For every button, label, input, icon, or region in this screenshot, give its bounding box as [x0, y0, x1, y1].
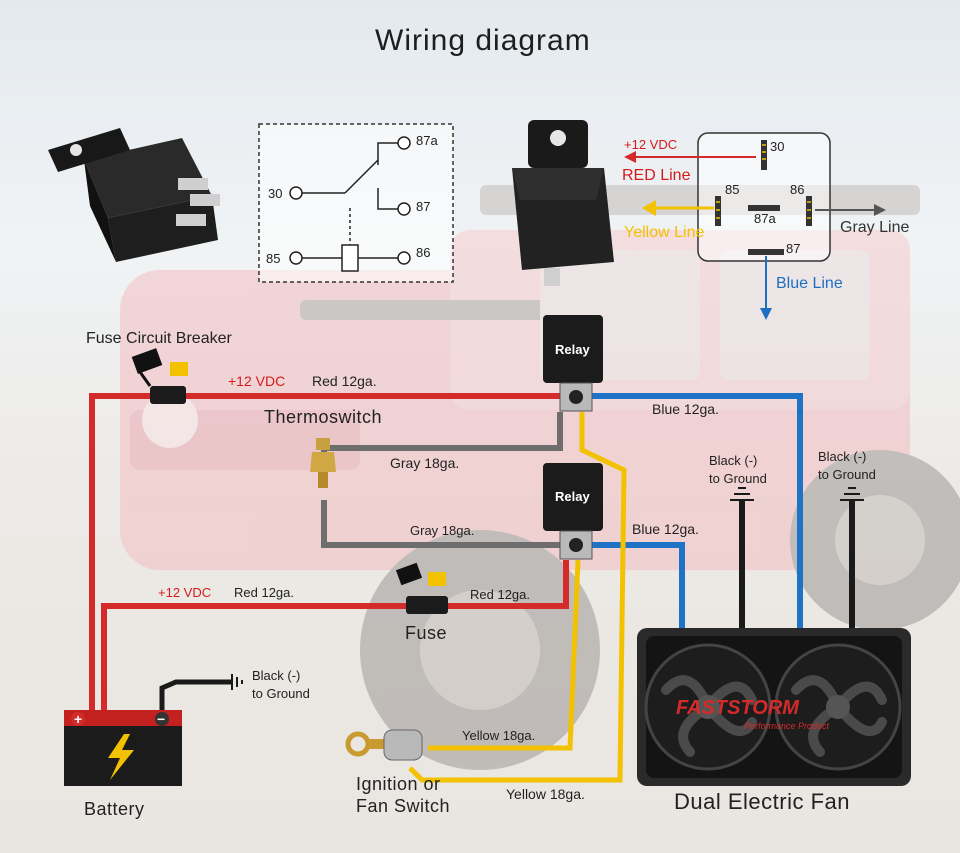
fuse-label: Fuse	[405, 623, 448, 643]
svg-text:+: +	[74, 711, 82, 727]
gray-wire-bottom	[321, 500, 560, 548]
blue-bottom-wire-label: Blue 12ga.	[632, 521, 699, 537]
ground-symbol-1	[730, 487, 754, 501]
ignition-key-switch	[345, 729, 423, 761]
relay-bottom-label: Relay	[555, 489, 590, 504]
battery-label: Battery	[84, 799, 145, 819]
gray-line-label: Gray Line	[840, 219, 910, 236]
red-line-arrow	[624, 151, 756, 163]
schematic-pin-86: 86	[416, 245, 431, 260]
ground-symbol-battery	[231, 674, 243, 690]
gray-top-wire-label: Gray 18ga.	[390, 455, 460, 471]
page-title: Wiring diagram	[375, 24, 591, 57]
battery-ground-wire	[159, 679, 232, 712]
red-top-gauge-label: Red 12ga.	[312, 373, 377, 389]
schematic-pin-85: 85	[266, 251, 281, 266]
ground-1-label-line1: Black (-)	[709, 453, 758, 468]
red-wire-main	[89, 393, 575, 712]
thermoswitch-label: Thermoswitch	[264, 407, 383, 427]
blue-line-label: Blue Line	[776, 275, 843, 292]
ground-1-label-line2: to Ground	[709, 471, 767, 486]
blue-line-arrow	[760, 256, 772, 320]
pin-diagram-85: 85	[725, 182, 740, 197]
battery-ground-label-line2: to Ground	[252, 686, 310, 701]
pin-diagram-87: 87	[786, 241, 801, 256]
schematic-pin-87a: 87a	[416, 133, 438, 148]
yellow-bottom-wire-label: Yellow 18ga.	[506, 786, 585, 802]
yellow-top-wire-label: Yellow 18ga.	[462, 728, 536, 743]
blue-wire-top	[590, 393, 803, 630]
dual-fan-unit	[637, 628, 911, 786]
car-battery: + −	[64, 710, 182, 786]
relay-bottom	[543, 463, 603, 560]
schematic-pin-87: 87	[416, 199, 431, 214]
red-wire-secondary	[101, 560, 569, 712]
battery-ground-label-line1: Black (-)	[252, 668, 301, 683]
fuse-breaker-holder	[131, 348, 188, 404]
relay-product-photo-left	[48, 128, 220, 262]
fuse-breaker-label: Fuse Circuit Breaker	[86, 330, 232, 347]
pin-diagram-power-label: +12 VDC	[624, 137, 678, 152]
yellow-wire-top	[428, 559, 581, 751]
yellow-line-arrow	[642, 200, 714, 216]
dual-fan-label: Dual Electric Fan	[674, 789, 851, 814]
ignition-label-line1: Ignition or	[356, 774, 441, 794]
red-bottom-vdc-label: +12 VDC	[158, 585, 212, 600]
ignition-label-line2: Fan Switch	[356, 796, 451, 816]
gray-bottom-wire-label: Gray 18ga.	[410, 523, 475, 538]
relay-top	[543, 315, 603, 412]
ground-2-label-line1: Black (-)	[818, 449, 867, 464]
relay-top-label: Relay	[555, 342, 590, 357]
pin-diagram-30: 30	[770, 139, 785, 154]
yellow-wire-bottom	[408, 412, 627, 783]
ground-2-label-line2: to Ground	[818, 467, 876, 482]
gray-line-arrow	[815, 204, 886, 216]
fan-brand-logo: FASTSTORM	[676, 697, 799, 719]
pin-diagram-86: 86	[790, 182, 805, 197]
pin-diagram-87a: 87a	[754, 211, 776, 226]
red-line-label: RED Line	[622, 167, 691, 184]
yellow-line-label: Yellow Line	[624, 224, 705, 241]
svg-text:−: −	[157, 711, 165, 727]
ground-symbol-2	[840, 487, 864, 501]
red-top-vdc-label: +12 VDC	[228, 373, 286, 389]
schematic-pin-30: 30	[268, 186, 283, 201]
inline-fuse-holder	[395, 562, 448, 614]
blue-top-wire-label: Blue 12ga.	[652, 401, 719, 417]
background-jeep	[120, 185, 960, 770]
red-bottom-gauge-label: Red 12ga.	[234, 585, 294, 600]
fan-brand-tagline: Performance Product	[744, 721, 830, 731]
relay-schematic-box	[258, 123, 454, 283]
relay-product-photo-center	[512, 120, 614, 286]
thermoswitch-sensor	[310, 438, 336, 488]
red-fuse-wire-label: Red 12ga.	[470, 587, 530, 602]
relay-pin-diagram	[697, 132, 831, 262]
